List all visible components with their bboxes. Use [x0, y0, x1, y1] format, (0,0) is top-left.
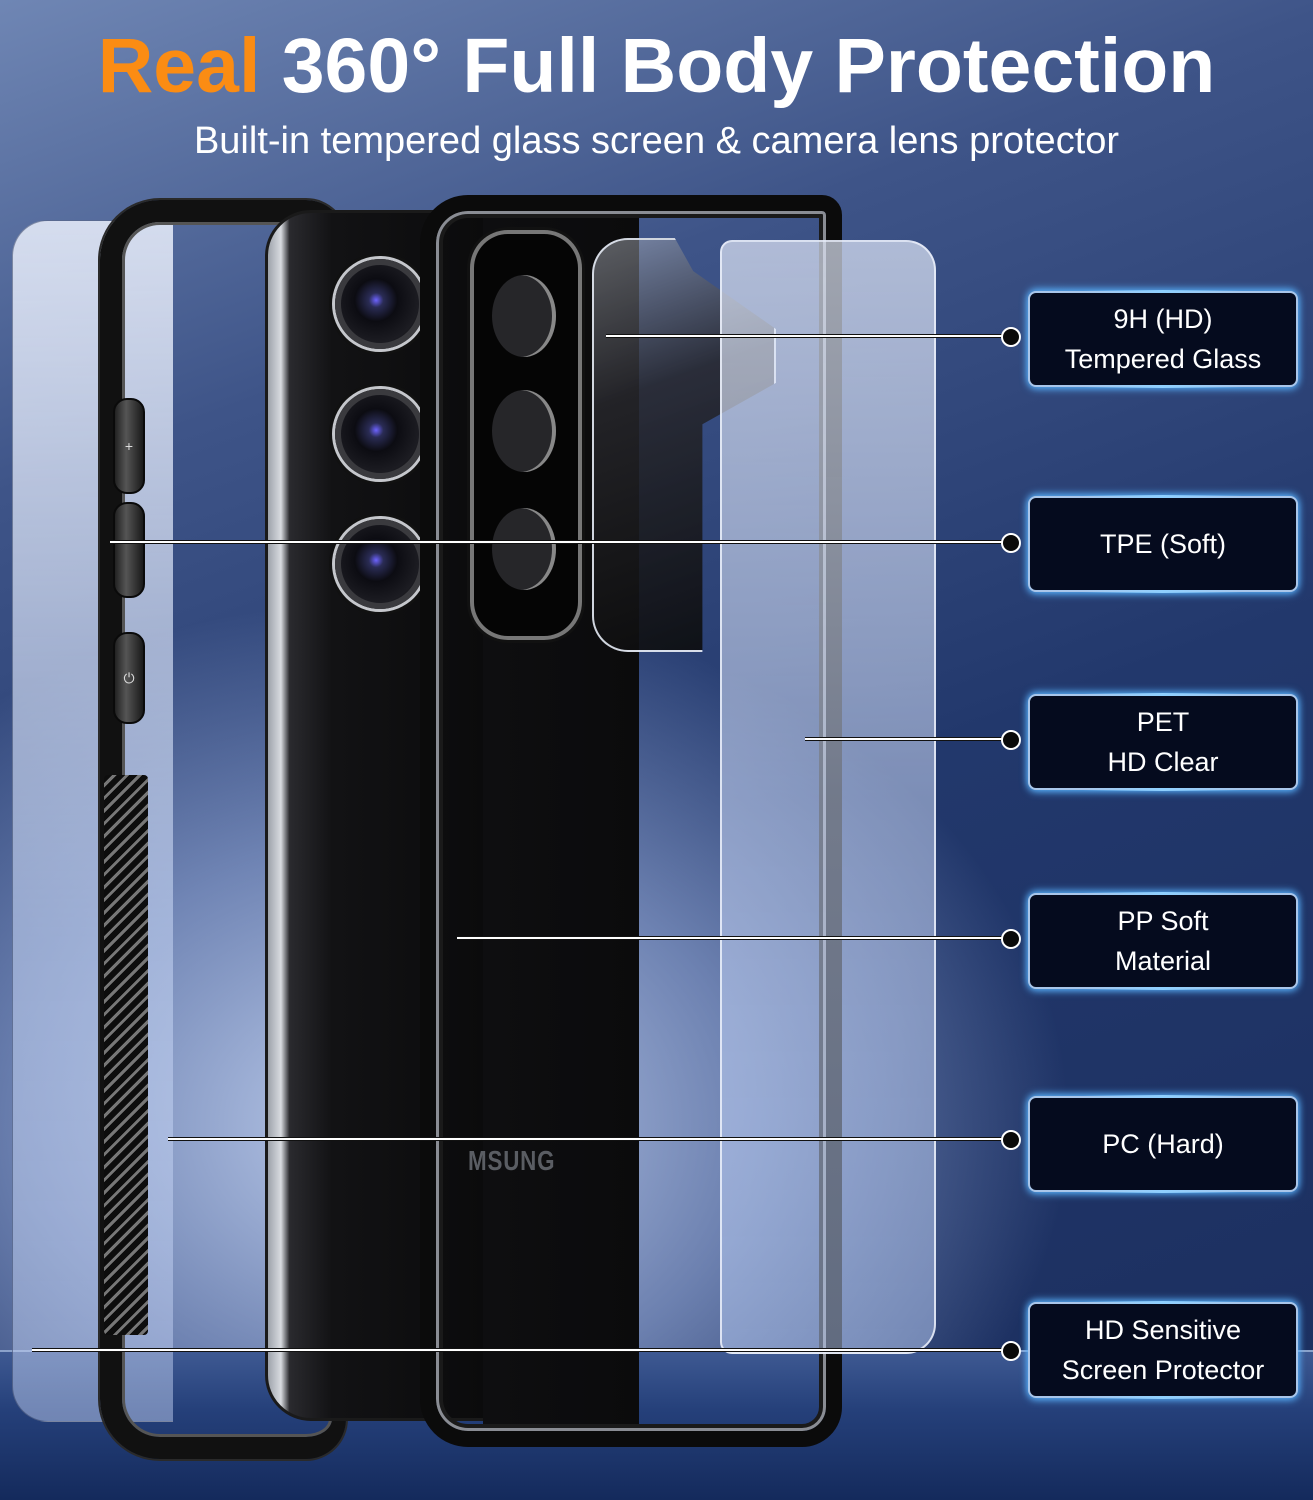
volume-down-button [113, 502, 145, 598]
connector-dot-icon [1001, 1341, 1021, 1361]
callout-line2: Screen Protector [1061, 1355, 1265, 1385]
callout-pc-hard: PC (Hard) [1028, 1095, 1298, 1193]
leader-line [110, 541, 1010, 543]
leader-line [32, 1349, 1010, 1351]
headline-text: 360° Full Body Protection [260, 23, 1216, 109]
camera-cutout [492, 275, 556, 357]
leader-line [606, 335, 1010, 337]
connector-dot-icon [1001, 730, 1021, 750]
camera-lens-icon [335, 389, 425, 479]
callout-pp-soft-material: PP Soft Material [1028, 892, 1298, 990]
power-button: ⏻ [113, 632, 145, 724]
leader-line [168, 1138, 1010, 1140]
callout-line1: PC (Hard) [1102, 1129, 1224, 1159]
headline-accent: Real [97, 23, 261, 109]
camera-cutout [492, 508, 556, 590]
callout-hd-screen-protector: HD Sensitive Screen Protector [1028, 1301, 1298, 1399]
callout-line1: TPE (Soft) [1099, 529, 1227, 559]
callout-line2: HD Clear [1107, 747, 1219, 777]
connector-dot-icon [1001, 929, 1021, 949]
volume-up-button: + [113, 398, 145, 494]
connector-dot-icon [1001, 533, 1021, 553]
camera-lens-icon [335, 519, 425, 609]
camera-cutout [492, 390, 556, 472]
brand-mark: MSUNG [468, 1145, 556, 1176]
leader-line [457, 937, 1010, 939]
grip-texture [104, 775, 148, 1335]
callout-tempered-glass: 9H (HD) Tempered Glass [1028, 290, 1298, 388]
pet-clear-back-panel [720, 240, 936, 1354]
callout-line1: PP Soft [1117, 906, 1209, 936]
callout-line2: Tempered Glass [1064, 344, 1262, 374]
subtitle: Built-in tempered glass screen & camera … [193, 120, 1120, 162]
camera-lens-icon [335, 259, 425, 349]
plus-icon: + [124, 438, 134, 454]
callout-line1: 9H (HD) [1113, 304, 1213, 334]
leader-line [805, 738, 1010, 740]
camera-island [470, 230, 582, 640]
headline: Real 360° Full Body Protection [0, 22, 1313, 111]
callout-pet-hd-clear: PET HD Clear [1028, 693, 1298, 791]
callout-line1: PET [1136, 707, 1190, 737]
power-icon: ⏻ [123, 669, 135, 686]
connector-dot-icon [1001, 327, 1021, 347]
callout-tpe-soft: TPE (Soft) [1028, 495, 1298, 593]
callout-line1: HD Sensitive [1084, 1315, 1242, 1345]
connector-dot-icon [1001, 1130, 1021, 1150]
callout-line2: Material [1114, 946, 1212, 976]
